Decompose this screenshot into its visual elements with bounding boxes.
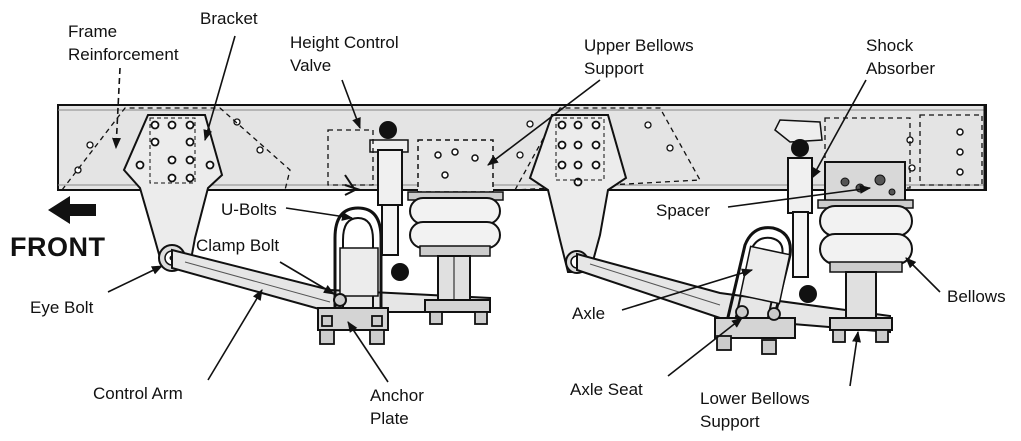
leader-bellows xyxy=(905,257,941,293)
label-frame-reinforcement-line2: Reinforcement xyxy=(68,45,179,64)
label-frame-reinforcement-line1: Frame xyxy=(68,22,118,41)
leader-u-bolts xyxy=(285,207,354,221)
label-shock-absorber-line1: Shock xyxy=(866,36,914,55)
leader-bracket xyxy=(203,35,236,142)
leader-spacer xyxy=(727,184,872,208)
control-arm-right xyxy=(576,252,891,334)
label-anchor-plate-line2: Plate xyxy=(370,409,409,428)
leader-frame-reinforcement xyxy=(112,67,121,150)
label-u-bolts: U-Bolts xyxy=(221,200,277,219)
upper-bellows-support-left xyxy=(417,139,494,193)
label-spacer: Spacer xyxy=(656,201,710,220)
bracket-right xyxy=(528,114,628,273)
bellows-left xyxy=(407,191,504,302)
label-eye-bolt: Eye Bolt xyxy=(30,298,94,317)
shock-absorber-right xyxy=(774,119,823,303)
anchor-plate-left xyxy=(317,307,389,345)
bellows-right xyxy=(817,199,914,323)
leader-upper-bellows-support xyxy=(487,79,601,166)
label-bracket: Bracket xyxy=(200,9,258,28)
label-bellows: Bellows xyxy=(947,287,1006,306)
label-height-control-valve-line1: Height Control xyxy=(290,33,399,52)
label-lower-bellows-support-line1: Lower Bellows xyxy=(700,389,810,408)
label-upper-bellows-support-line1: Upper Bellows xyxy=(584,36,694,55)
label-clamp-bolt: Clamp Bolt xyxy=(196,236,280,255)
lower-bellows-support-right xyxy=(829,317,893,343)
shock-absorber-left xyxy=(369,121,409,281)
clamp-bolt-left xyxy=(333,293,347,307)
leader-shock-absorber xyxy=(811,79,867,179)
leader-height-control-valve xyxy=(341,79,361,130)
left-arrow-icon xyxy=(48,196,96,224)
leader-anchor-plate xyxy=(347,321,389,383)
height-control-valve xyxy=(327,129,374,196)
label-height-control-valve-line2: Valve xyxy=(290,56,332,75)
label-lower-bellows-support-line2: Support xyxy=(700,412,760,431)
bracket-left xyxy=(122,114,224,266)
frame-reinforcement xyxy=(60,107,983,191)
leader-control-arm xyxy=(207,289,263,381)
spacer-right xyxy=(824,161,906,203)
label-shock-absorber-line2: Absorber xyxy=(866,59,935,78)
leader-axle xyxy=(621,268,754,311)
label-control-arm: Control Arm xyxy=(93,384,183,403)
label-axle: Axle xyxy=(572,304,606,323)
lower-bellows-support-left xyxy=(424,299,491,325)
leader-lower-bellows-support xyxy=(849,330,861,387)
leader-eye-bolt xyxy=(107,265,164,293)
front-direction-label: FRONT xyxy=(10,232,106,262)
label-axle-seat: Axle Seat xyxy=(570,380,643,399)
label-upper-bellows-support-line2: Support xyxy=(584,59,644,78)
u-bolts-left xyxy=(333,206,383,330)
leader-lines xyxy=(107,35,941,387)
label-anchor-plate-line1: Anchor xyxy=(370,386,424,405)
leader-clamp-bolt xyxy=(279,261,335,295)
leader-axle-seat xyxy=(667,317,743,377)
